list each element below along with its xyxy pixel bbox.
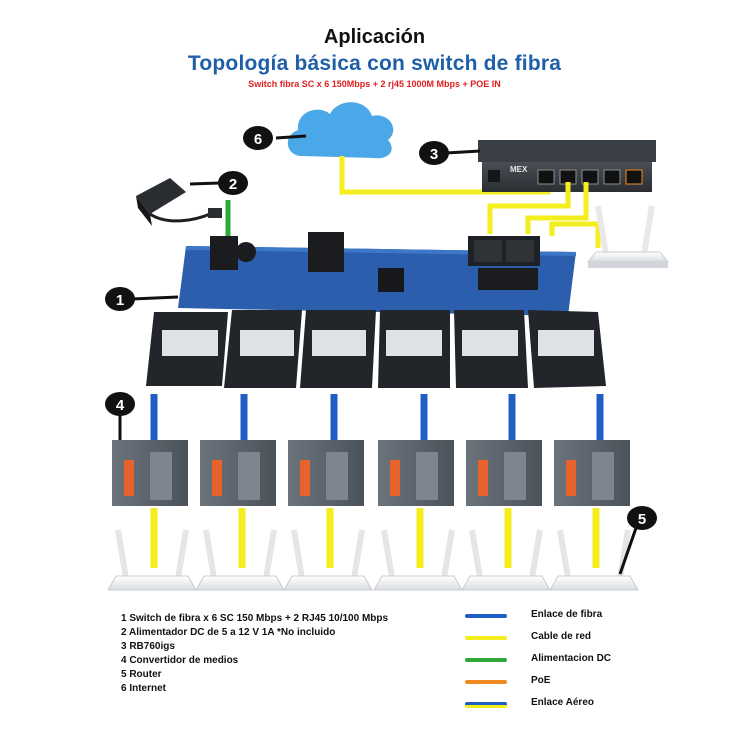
fiber-links [150, 394, 604, 440]
spec-line: Switch fibra SC x 6 150Mbps + 2 rj45 100… [248, 79, 501, 89]
network-cable-rb-switch-1 [487, 182, 571, 234]
svg-text:6: 6 [254, 131, 262, 148]
media-converter-icon [288, 440, 364, 506]
page-title: Aplicación [323, 26, 426, 48]
rb-brand-label: MEX [510, 165, 528, 174]
media-converter-icon [200, 440, 276, 506]
sc-module [300, 310, 376, 388]
network-cable-rb-switch-2 [525, 182, 589, 234]
legend-swatch [465, 614, 507, 618]
svg-text:3: 3 [430, 146, 438, 163]
legend-swatch [465, 702, 507, 708]
callout-1: 1 [105, 287, 135, 311]
component-item: 4 Convertidor de medios [121, 655, 239, 666]
network-cables-bottom [150, 508, 600, 568]
wifi-router-icon [195, 529, 285, 591]
component-item: 1 Switch de fibra x 6 SC 150 Mbps + 2 RJ… [121, 613, 389, 624]
media-converter-icon [112, 440, 188, 506]
legend-label: Enlace de fibra [531, 609, 603, 620]
wifi-router-icon [461, 529, 551, 591]
cloud-icon [287, 102, 394, 159]
callout-2: 2 [218, 171, 248, 195]
svg-text:5: 5 [638, 511, 646, 528]
sc-module [378, 310, 450, 388]
fiber-switch-board-icon [178, 232, 576, 316]
legend-label: Alimentacion DC [531, 653, 612, 664]
component-item: 6 Internet [121, 683, 167, 694]
svg-text:4: 4 [116, 397, 125, 414]
switch-rj45-ports [468, 236, 540, 290]
legend-label: PoE [531, 675, 551, 686]
component-legend: 1 Switch de fibra x 6 SC 150 Mbps + 2 RJ… [121, 612, 388, 696]
wifi-router-icon [107, 529, 197, 591]
sc-module [224, 310, 302, 388]
network-cable-switch-ap [549, 221, 601, 248]
component-item: 5 Router [121, 669, 162, 680]
callout-3: 3 [419, 141, 449, 165]
page-subtitle: Topología básica con switch de fibra [187, 52, 562, 75]
media-converters [112, 440, 630, 506]
component-item: 3 RB760igs [121, 641, 175, 652]
legend-swatch [465, 636, 507, 640]
callout-5: 5 [627, 506, 657, 530]
wifi-router-icon [373, 529, 463, 591]
component-item: 2 Alimentador DC de 5 a 12 V 1A *No incl… [121, 627, 336, 638]
legend-label: Cable de red [531, 631, 592, 642]
legend-swatch [465, 658, 507, 662]
legend-label: Enlace Aéreo [531, 697, 594, 708]
rb760igs-router: MEX [478, 140, 656, 192]
callout-6: 6 [243, 126, 273, 150]
svg-text:1: 1 [116, 292, 124, 309]
sc-module [146, 312, 228, 386]
sc-module [454, 310, 528, 388]
wifi-router-icon [283, 529, 373, 591]
wifi-routers [107, 529, 639, 591]
svg-text:2: 2 [229, 176, 237, 193]
rb-ports [537, 169, 643, 185]
access-point-router [586, 205, 670, 268]
media-converter-icon [378, 440, 454, 506]
legend-swatch [465, 680, 507, 684]
media-converter-icon [554, 440, 630, 506]
callout-4: 4 [105, 392, 135, 416]
media-converter-icon [466, 440, 542, 506]
power-adapter-icon [136, 178, 222, 226]
sc-fiber-modules [146, 310, 606, 388]
sc-module [528, 310, 606, 388]
